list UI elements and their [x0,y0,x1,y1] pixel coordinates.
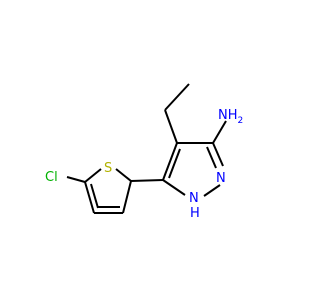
bond-c5p-c4p-inner [168,148,181,179]
bonds [66,83,227,214]
bond-s-c5 [84,168,102,183]
atom-ring-nh-h: H [190,206,200,221]
bond-c4-c5-inner [90,183,99,209]
atom-amine-n: NH2 [218,108,243,126]
bond-s-c2 [115,168,132,182]
bond-ethyl-ch3 [164,83,190,111]
bond-c2-c3 [122,180,132,214]
atom-ring-nh: N [189,191,199,206]
bond-c3p-n2 [212,142,224,167]
bond-n2-n1 [203,184,221,197]
bond-c3p-n2-inner [206,146,217,169]
atom-sulfur: S [104,161,112,176]
molecule-structure: NH2 N N H S Cl [45,83,243,221]
bond-c4p-ethyl [164,109,178,144]
atom-chlorine: Cl [45,170,58,185]
bond-c5p-c4p [162,142,178,181]
bond-c4-c5 [84,181,95,214]
bond-c5-cl [66,176,86,183]
atom-ring-n: N [216,171,226,186]
bond-thiophene-pyrazole [130,179,164,182]
atom-amine-subscript: 2 [238,116,244,126]
bond-c3p-nh2 [212,120,227,144]
bond-n1-c5p [162,179,186,196]
atom-labels: NH2 N N H S Cl [45,108,243,221]
